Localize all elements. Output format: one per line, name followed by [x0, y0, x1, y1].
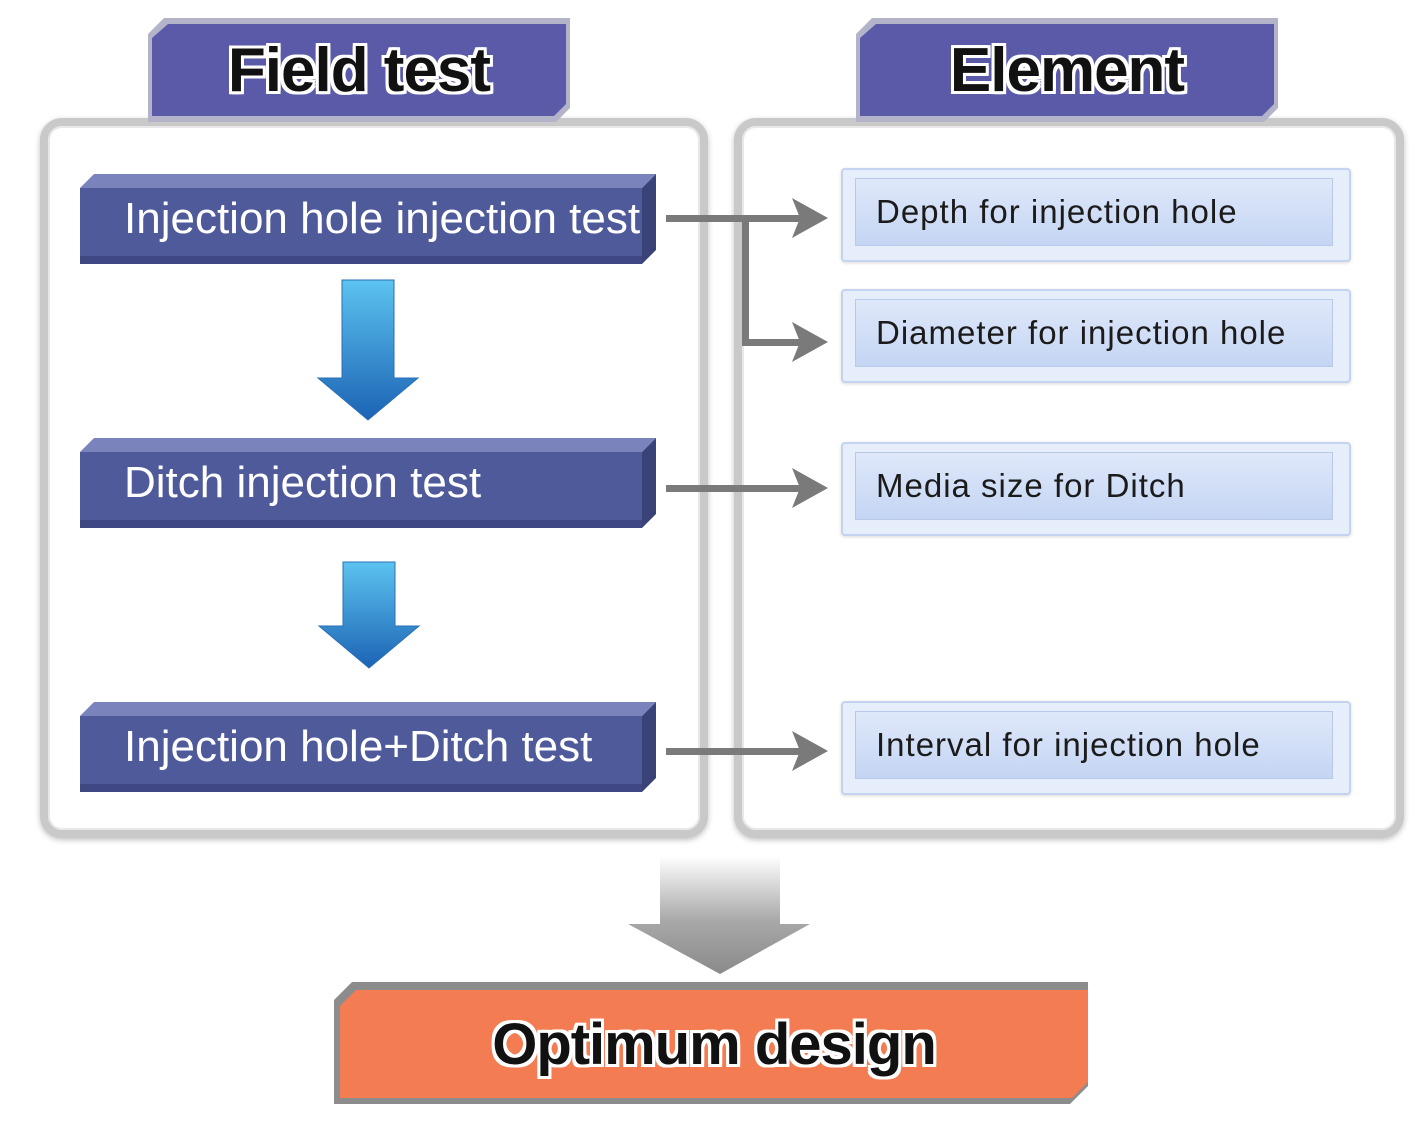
- connector-arrow-media-size: [666, 468, 828, 508]
- test-box-ditch: Ditch injection test: [80, 438, 656, 528]
- element-label-diameter: Diameter for injection hole: [855, 299, 1333, 367]
- field-test-header: Field test: [148, 18, 570, 122]
- element-label-depth: Depth for injection hole: [855, 178, 1333, 246]
- connector-arrow-interval: [666, 731, 828, 771]
- element-header: Element: [856, 18, 1278, 122]
- result-box: [334, 982, 1088, 1104]
- element-box-media-size: Media size for Ditch: [841, 442, 1351, 536]
- down-arrow-icon-1: [316, 279, 420, 421]
- test-label-combined: Injection hole+Ditch test: [124, 722, 593, 771]
- result-label: Optimum design: [492, 1011, 937, 1077]
- element-label-media-size: Media size for Ditch: [855, 452, 1333, 520]
- test-box-combined: Injection hole+Ditch test: [80, 702, 656, 792]
- test-label-ditch: Ditch injection test: [124, 458, 482, 507]
- test-label-injection-hole: Injection hole injection test: [124, 194, 641, 243]
- test-box-injection-hole: Injection hole injection test: [80, 174, 656, 264]
- down-arrow-icon-2: [317, 561, 421, 669]
- element-box-interval: Interval for injection hole: [841, 701, 1351, 795]
- result-down-arrow-icon: [628, 856, 810, 974]
- connector-arrow-diameter: [742, 218, 828, 362]
- element-title: Element: [949, 35, 1185, 105]
- field-test-title: Field test: [227, 35, 491, 105]
- element-label-interval: Interval for injection hole: [855, 711, 1333, 779]
- element-box-diameter: Diameter for injection hole: [841, 289, 1351, 383]
- element-box-depth: Depth for injection hole: [841, 168, 1351, 262]
- connector-arrow-depth: [666, 198, 828, 238]
